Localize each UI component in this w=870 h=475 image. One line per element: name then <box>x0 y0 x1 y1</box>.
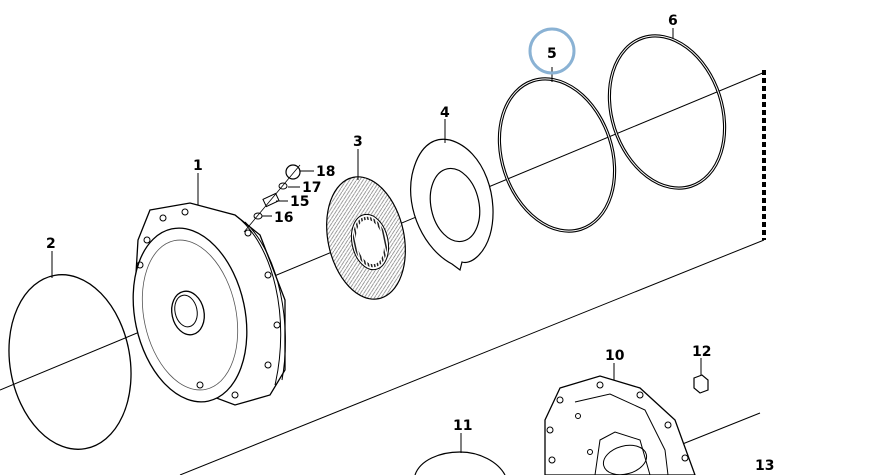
callout-6: 6 <box>668 13 678 29</box>
callout-15: 15 <box>290 194 309 210</box>
bleed-screw-axis <box>243 164 301 233</box>
callout-1: 1 <box>193 158 203 174</box>
callout-2: 2 <box>46 236 56 252</box>
leader-lines <box>51 28 674 453</box>
callout-4: 4 <box>440 105 450 121</box>
part-18-cap <box>285 164 301 180</box>
part-6-o-ring <box>607 34 727 190</box>
part-5-o-ring <box>497 77 617 233</box>
callout-18: 18 <box>316 164 335 180</box>
callout-13: 13 <box>755 458 774 474</box>
callout-16: 16 <box>274 210 293 226</box>
part-2-o-ring <box>8 274 132 450</box>
callout-5: 5 <box>547 46 557 62</box>
callout-17: 17 <box>302 180 321 196</box>
part-4-steel-plate <box>410 138 494 272</box>
part-11-seal <box>414 451 506 475</box>
highlight-ring-callout-5 <box>528 27 576 75</box>
callout-10: 10 <box>605 348 625 364</box>
lower-boundary-line <box>179 239 765 475</box>
callout-3: 3 <box>353 134 363 150</box>
callout-11: 11 <box>453 418 472 434</box>
part-1-cover-housing <box>132 202 286 406</box>
lower-axis-line <box>679 412 761 446</box>
part-10-pump-housing <box>544 375 696 475</box>
part-12-plug <box>693 358 709 394</box>
part-3-friction-disc <box>326 176 406 300</box>
callout-12: 12 <box>692 344 711 360</box>
